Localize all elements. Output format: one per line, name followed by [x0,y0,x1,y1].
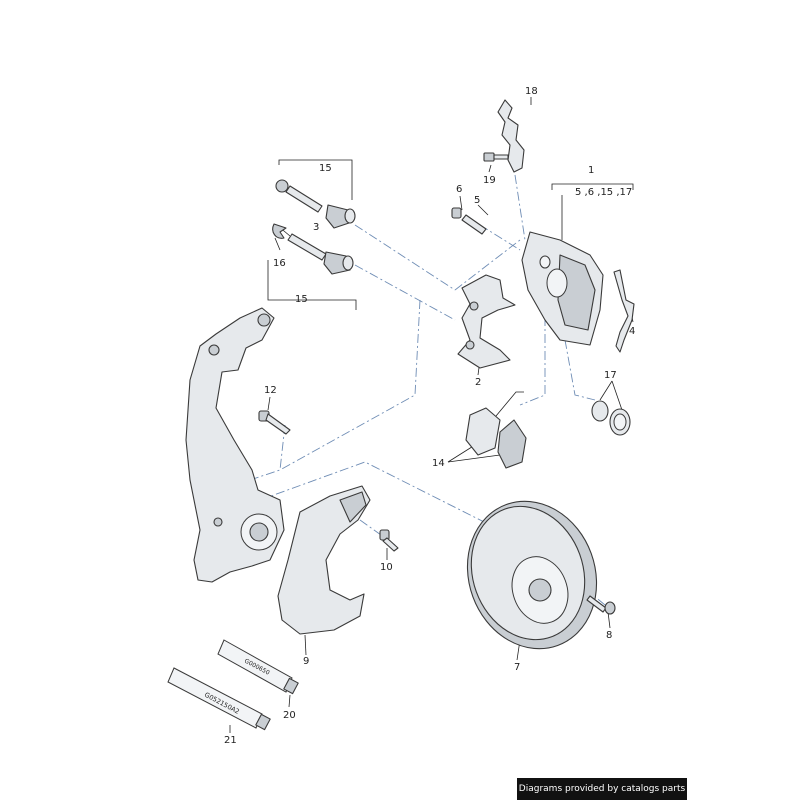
callout-18: 18 [525,86,538,97]
callout-15-lower: 15 [295,294,308,305]
part-17-seals [591,400,631,436]
part-7-brake-disc [466,500,598,650]
callout-10: 10 [380,562,393,573]
credit-footer: Diagrams provided by catalogs parts [517,778,687,800]
part-19-bolt [483,152,509,162]
part-2-caliper-carrier [457,274,516,369]
callout-numbers: 18 19 15 1 5 ,6 ,15 ,17 6 5 3 16 15 4 2 … [224,86,635,746]
part-21-grease-tube: G052150A2 [167,667,271,731]
part-8-screw [586,595,616,615]
callout-5: 5 [474,195,480,206]
callout-3: 3 [313,222,319,233]
callout-21: 21 [224,735,237,746]
part-5-bleeder [461,214,487,235]
part-20-grease-tube: G000650 [217,639,299,695]
part-14-brake-pads [465,391,527,469]
part-1-caliper [521,231,604,346]
part-4-spring-clip [613,269,635,353]
callout-16: 16 [273,258,286,269]
steering-knuckle [185,307,285,583]
callout-8: 8 [606,630,612,641]
callout-1: 1 [588,165,594,176]
part-12-bolt [258,410,291,435]
callout-7: 7 [514,662,520,673]
part-9-splash-shield [277,485,371,635]
part-6-bolt [451,207,462,219]
part-18-bracket [497,99,525,173]
part-10-bolt [379,529,399,552]
callout-17: 17 [604,370,617,381]
callout-15-upper: 15 [319,163,332,174]
part-15-upper-guide-pin [275,179,356,229]
callout-19: 19 [483,175,496,186]
callout-6: 6 [456,184,462,195]
callout-14: 14 [432,458,445,469]
callout-12: 12 [264,385,277,396]
callout-2: 2 [475,377,481,388]
part-15-lower-guide-pin [272,223,354,275]
callout-4: 4 [629,326,635,337]
callout-1-subparts: 5 ,6 ,15 ,17 [575,187,632,198]
callout-9: 9 [303,656,309,667]
callout-20: 20 [283,710,296,721]
